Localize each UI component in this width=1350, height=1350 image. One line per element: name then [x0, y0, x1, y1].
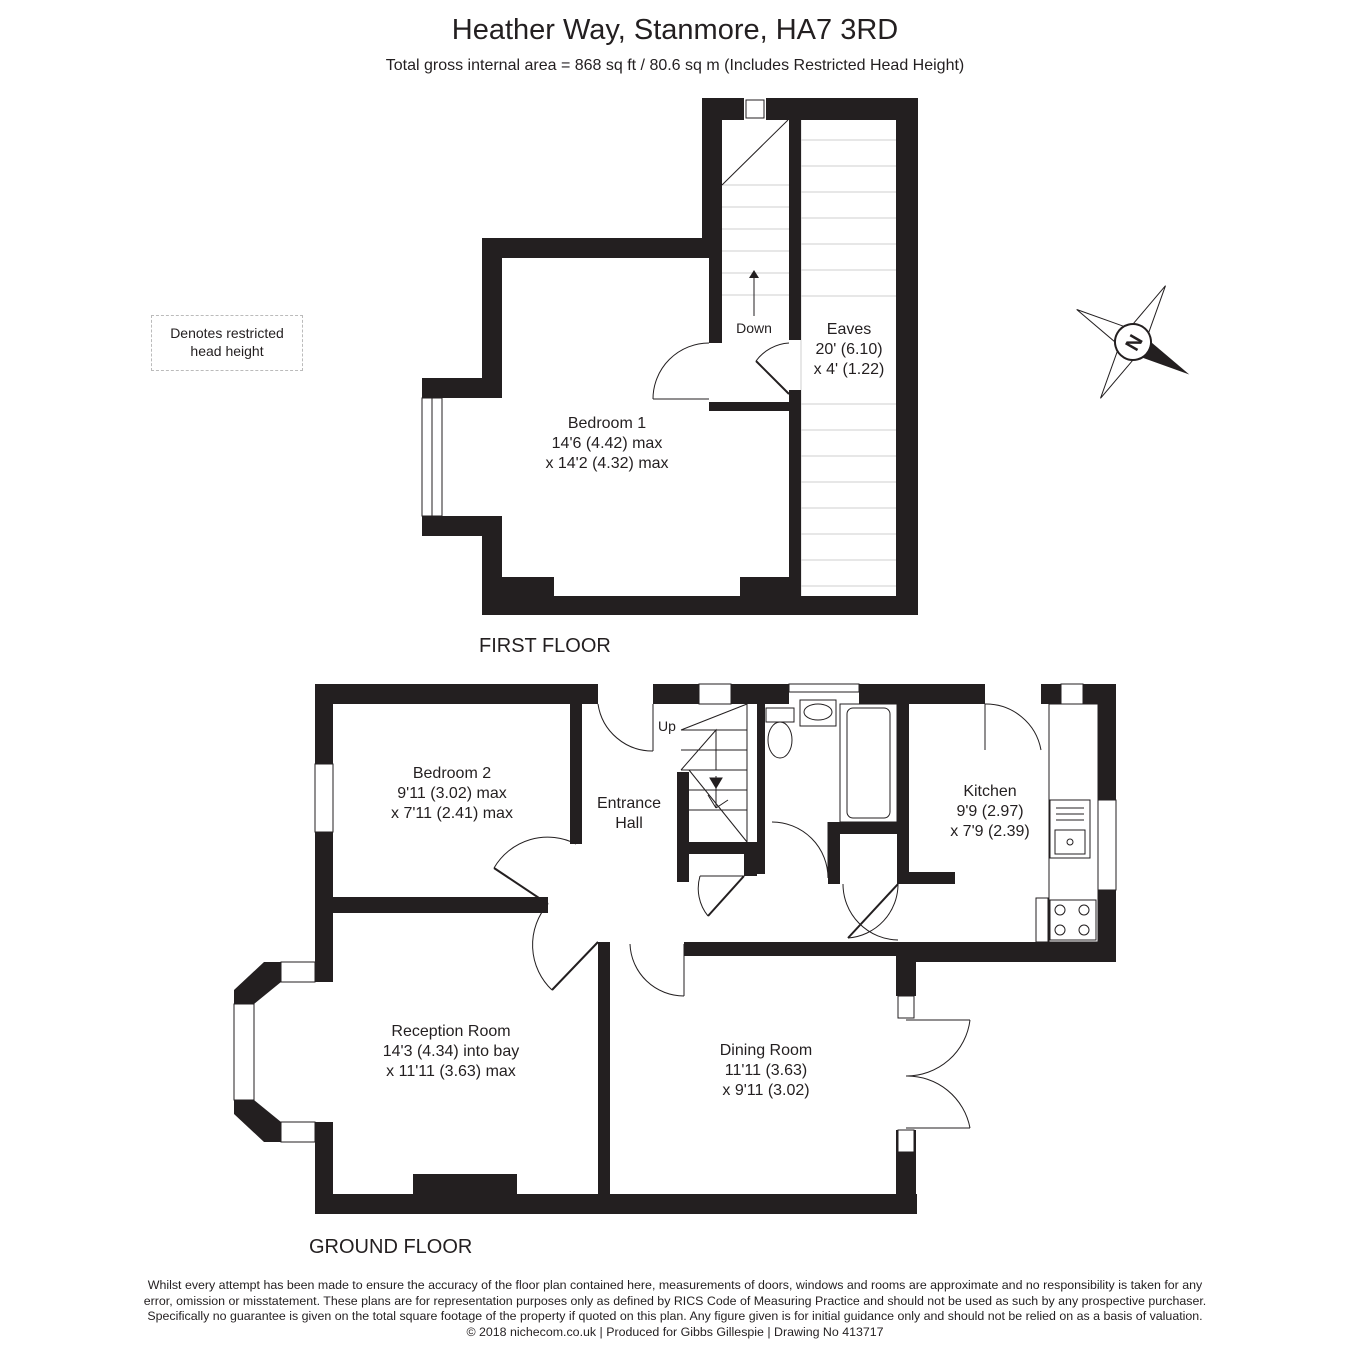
restricted-head-height-area: [800, 120, 896, 596]
disclaimer: Whilst every attempt has been made to en…: [40, 1278, 1310, 1340]
bedroom2-dim1: 9'11 (3.02) max: [397, 785, 507, 802]
dining-dim1: 11'11 (3.63): [724, 1062, 808, 1079]
entrance-hall-line2: Hall: [615, 815, 643, 832]
dining-name: Dining Room: [719, 1042, 813, 1059]
ground-floor-plan: [233, 683, 1117, 1214]
reception-name: Reception Room: [391, 1023, 511, 1040]
kitchen-dim1: 9'9 (2.97): [956, 803, 1024, 820]
first-floor-title: FIRST FLOOR: [479, 635, 611, 657]
kitchen-dim2: x 7'9 (2.39): [950, 823, 1030, 840]
dining-room-label: Dining Room 11'11 (3.63) x 9'11 (3.02): [696, 1041, 836, 1101]
eaves-label: Eaves 20' (6.10) x 4' (1.22): [789, 320, 909, 380]
stairs-up-label: Up: [658, 718, 676, 734]
bedroom1-dim1: 14'6 (4.42) max: [551, 435, 663, 452]
reception-room-label: Reception Room 14'3 (4.34) into bay x 11…: [346, 1022, 556, 1082]
bedroom1-name: Bedroom 1: [567, 415, 647, 432]
legend-line-1: Denotes restricted: [170, 325, 284, 341]
first-floor-plan: [421, 98, 918, 615]
entrance-hall-label: Entrance Hall: [584, 794, 674, 834]
reception-dim2: x 11'11 (3.63) max: [386, 1063, 516, 1080]
disclaimer-line-1: Whilst every attempt has been made to en…: [147, 1278, 1203, 1292]
stairs-down-label: Down: [736, 320, 772, 336]
ground-floor-title: GROUND FLOOR: [309, 1236, 473, 1258]
disclaimer-line-4: © 2018 nichecom.co.uk | Produced for Gib…: [466, 1324, 884, 1339]
gross-area-subtitle: Total gross internal area = 868 sq ft / …: [385, 57, 965, 74]
kitchen-label: Kitchen 9'9 (2.97) x 7'9 (2.39): [930, 782, 1050, 842]
page-title: Heather Way, Stanmore, HA7 3RD: [451, 14, 899, 46]
disclaimer-line-3: Specifically no guarantee is given on th…: [147, 1309, 1203, 1323]
disclaimer-line-2: error, omission or misstatement. These p…: [143, 1293, 1207, 1308]
bedroom2-name: Bedroom 2: [412, 765, 492, 782]
first-floor-stairs: [722, 184, 789, 296]
dining-dim2: x 9'11 (3.02): [722, 1082, 810, 1099]
eaves-dim2: x 4' (1.22): [813, 361, 885, 378]
kitchen-name: Kitchen: [963, 783, 1017, 800]
legend-line-2: head height: [190, 343, 264, 359]
bedroom2-dim2: x 7'11 (2.41) max: [391, 805, 513, 822]
compass-rose-icon: [1076, 285, 1190, 399]
reception-dim1: 14'3 (4.34) into bay: [382, 1043, 520, 1060]
eaves-dim1: 20' (6.10): [815, 341, 883, 358]
bedroom2-label: Bedroom 2 9'11 (3.02) max x 7'11 (2.41) …: [362, 764, 542, 824]
bedroom1-label: Bedroom 1 14'6 (4.42) max x 14'2 (4.32) …: [517, 414, 697, 474]
entrance-hall-line1: Entrance: [596, 795, 662, 812]
bedroom1-dim2: x 14'2 (4.32) max: [545, 455, 669, 472]
eaves-name: Eaves: [826, 321, 872, 338]
restricted-height-legend: Denotes restricted head height: [151, 315, 303, 371]
